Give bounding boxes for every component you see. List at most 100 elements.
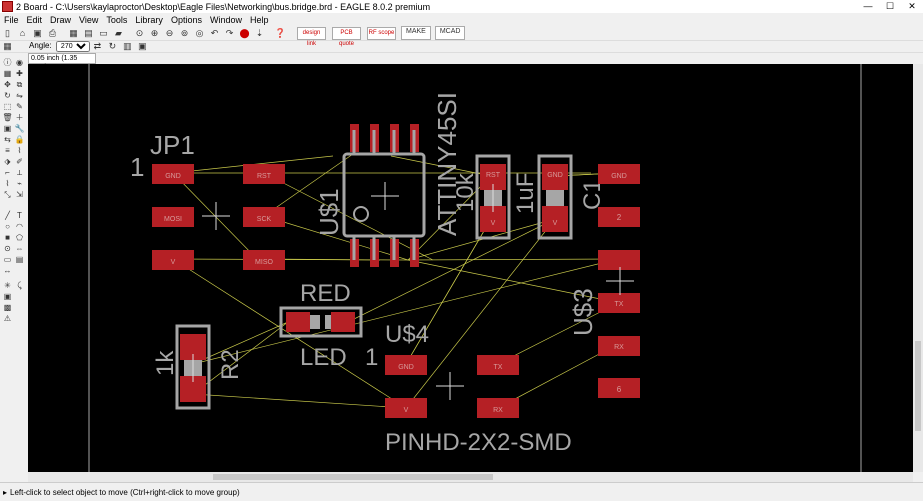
line-icon[interactable]: ╱ [5, 211, 10, 220]
go-icon[interactable]: ⇣ [255, 28, 264, 38]
cam-icon[interactable]: ▦ [69, 28, 78, 38]
jp1-header[interactable]: JP1 1 GND RST MOSI SCK V MISO [130, 130, 285, 270]
signal-icon[interactable]: ⌁ [17, 179, 22, 188]
u1-attiny45[interactable]: U$1 ATTINY45SI [314, 92, 462, 267]
rect-icon[interactable]: ■ [5, 233, 10, 242]
dimension-icon[interactable]: ↔ [3, 266, 12, 275]
optimize-icon[interactable]: ≡ [5, 146, 10, 155]
minimize-button[interactable]: — [863, 1, 873, 11]
drc-icon[interactable]: ▣ [3, 292, 12, 301]
add-icon[interactable]: ＋ [15, 113, 24, 122]
lock-icon[interactable]: 🔒 [14, 135, 25, 144]
move-icon[interactable]: ✥ [4, 80, 11, 89]
smd-icon[interactable]: ▤ [15, 255, 24, 264]
menu-options[interactable]: Options [170, 14, 202, 25]
save-icon[interactable]: ▣ [33, 28, 42, 38]
capacitor-c1[interactable]: GND V C1 [537, 154, 606, 240]
zoom-in-icon[interactable]: ⊕ [150, 28, 159, 38]
make-button[interactable]: MAKE [401, 26, 431, 40]
script-icon[interactable]: ▭ [99, 28, 108, 38]
print-icon[interactable]: ⎙ [48, 28, 57, 38]
polygon-icon[interactable]: ⬠ [16, 233, 23, 242]
diff-pair-icon[interactable]: ⤡ [4, 190, 11, 199]
horizontal-scrollbar[interactable] [28, 472, 913, 482]
name-icon[interactable]: ✐ [16, 157, 23, 166]
menu-edit[interactable]: Edit [26, 14, 43, 25]
help-icon[interactable]: ❓ [274, 28, 287, 38]
menu-help[interactable]: Help [249, 14, 269, 25]
ripup-icon[interactable]: ⟂ [16, 168, 23, 177]
pad-icon[interactable]: ▭ [3, 255, 12, 264]
rotate-icon[interactable]: ↻ [4, 91, 11, 100]
zoom-fit-icon[interactable]: ⊙ [135, 28, 144, 38]
ulp-icon[interactable]: ▰ [115, 28, 122, 38]
grid-icon[interactable]: ▦ [3, 41, 12, 51]
menu-draw[interactable]: Draw [50, 14, 72, 25]
open-icon[interactable]: ⌂ [19, 28, 26, 38]
menu-window[interactable]: Window [209, 14, 242, 25]
group-icon[interactable]: ⬚ [3, 102, 12, 111]
text-icon[interactable]: T [17, 211, 22, 220]
autorouter-icon[interactable]: ⇲ [16, 190, 23, 199]
route-icon[interactable]: ⌐ [5, 168, 10, 177]
paste-icon[interactable]: ▣ [3, 124, 12, 133]
split-icon[interactable]: ⌇ [17, 146, 22, 155]
design-link-button[interactable]: design link [297, 26, 326, 47]
zoom-select-icon[interactable]: ◎ [195, 28, 204, 38]
u4-header[interactable]: GND TX V RX U$4 PINHD-2X2-SMD [385, 321, 572, 456]
resistor-10k[interactable]: RST V 10k 1uF [452, 154, 539, 240]
redo-icon[interactable]: ↷ [225, 28, 234, 38]
vertical-scroll-thumb[interactable] [915, 341, 921, 431]
ratsnest-icon[interactable]: ✳ [4, 281, 11, 290]
u3-header[interactable]: GND 2 TX RX 6 U$3 [568, 164, 640, 398]
menu-file[interactable]: File [4, 14, 19, 25]
smash-icon[interactable]: ⬗ [4, 157, 11, 166]
board-icon[interactable]: ▤ [84, 28, 93, 38]
mirror-icon[interactable]: ⇄ [93, 41, 102, 51]
warning-icon[interactable]: ⚠ [3, 314, 12, 323]
horizontal-scroll-thumb[interactable] [213, 474, 493, 480]
change-icon[interactable]: ✎ [16, 102, 23, 111]
pcb-quote-button[interactable]: PCB quote [332, 26, 361, 47]
jp1-pad[interactable] [243, 207, 285, 227]
mark-icon[interactable]: ✚ [16, 69, 23, 78]
mcad-button[interactable]: MCAD [434, 26, 466, 40]
undo-icon[interactable]: ↶ [210, 28, 219, 38]
jp1-pad[interactable] [152, 207, 194, 227]
delete-icon[interactable]: 🗑 [2, 113, 13, 122]
via-icon[interactable]: ⊙ [4, 244, 11, 253]
menu-tools[interactable]: Tools [106, 14, 128, 25]
new-icon[interactable]: ▯ [5, 28, 10, 38]
zoom-redraw-icon[interactable]: ⊚ [180, 28, 189, 38]
board-canvas[interactable]: JP1 1 GND RST MOSI SCK V MISO [28, 64, 913, 472]
arc-icon[interactable]: ◠ [16, 222, 23, 231]
display-icon[interactable]: ▦ [3, 69, 12, 78]
zoom-out-icon[interactable]: ⊖ [165, 28, 174, 38]
auto-icon[interactable]: ⤹ [17, 281, 22, 290]
layout-icon[interactable]: ▥ [123, 41, 132, 51]
copy-icon[interactable]: ⧉ [16, 80, 23, 89]
info-icon[interactable]: ⓘ [3, 58, 12, 67]
replace-icon[interactable]: ⇆ [4, 135, 11, 144]
fit-icon[interactable]: ▣ [138, 41, 147, 51]
jp1-pad[interactable] [243, 164, 285, 184]
stop-icon[interactable]: ⬤ [239, 28, 250, 38]
show-icon[interactable]: ◉ [16, 58, 23, 67]
wrench-icon[interactable]: 🔧 [14, 124, 25, 133]
close-button[interactable]: ✕ [901, 0, 923, 13]
jp1-pad[interactable] [243, 250, 285, 270]
rf-scope-button[interactable]: RF scope [367, 26, 396, 40]
errors-icon[interactable]: ▩ [3, 303, 12, 312]
angle-select[interactable]: 270 [55, 40, 90, 52]
menu-library[interactable]: Library [135, 14, 163, 25]
mirror-tool-icon[interactable]: ⇋ [16, 91, 23, 100]
spin-icon[interactable]: ↻ [108, 41, 117, 51]
resistor-r2[interactable]: 1k R2 [152, 324, 244, 410]
vertical-scrollbar[interactable] [913, 64, 923, 472]
jp1-pad[interactable] [152, 164, 194, 184]
menu-view[interactable]: View [79, 14, 99, 25]
hole-icon[interactable]: ⇔ [15, 244, 24, 253]
meander-icon[interactable]: ⌇ [5, 179, 10, 188]
led-red[interactable]: RED LED 1 [279, 280, 378, 371]
jp1-pad[interactable] [152, 250, 194, 270]
